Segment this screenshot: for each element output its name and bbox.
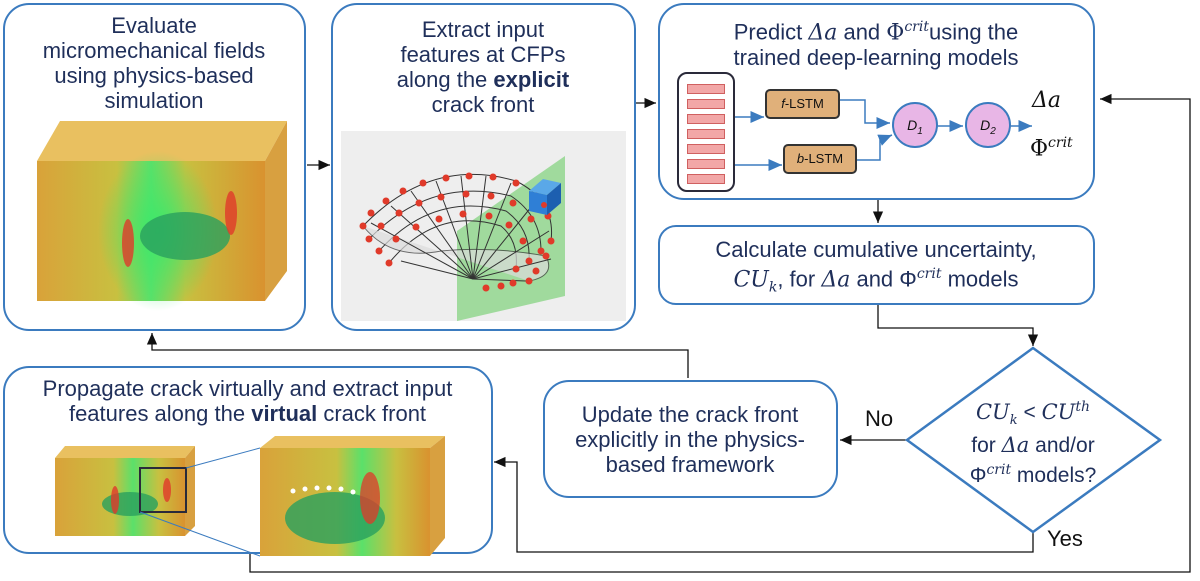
virtual-crack-image <box>55 436 445 557</box>
crack-front-mesh-image <box>341 131 626 321</box>
arrow-box6-box3 <box>249 93 1191 573</box>
output-delta-a: Δa <box>1032 88 1062 113</box>
box6-title: Propagate crack virtually and extract in… <box>5 376 490 426</box>
diamond-line2: for Δa and/or <box>971 433 1095 458</box>
explicit-keyword: explicit <box>493 67 570 92</box>
box4-title: Calculate cumulative uncertainty, CUk, f… <box>660 237 1092 301</box>
input-feature-stack <box>677 72 735 192</box>
box2-title: Extract input features at CFPs along the… <box>333 17 633 117</box>
f-lstm-block: f-LSTM <box>765 89 840 119</box>
box2-title-line1: Extract input <box>421 17 545 42</box>
box3-title: Predict Δa and Φcritusing the trained de… <box>660 15 1092 70</box>
box-update-crack-front: Update the crack front explicitly in the… <box>543 380 838 498</box>
box3-title-line1: Predict Δa and Φcritusing the <box>733 19 1019 46</box>
box6-title-line2: features along the virtual crack front <box>68 401 427 426</box>
no-label: No <box>865 406 894 431</box>
box4-title-line2: CUk, for Δa and Φcrit models <box>733 266 1019 296</box>
micromechanical-field-image <box>37 121 287 311</box>
box-predict: Predict Δa and Φcritusing the trained de… <box>658 3 1095 200</box>
box3-title-line2: trained deep-learning models <box>733 45 1019 71</box>
box2-title-line2: features at CFPs <box>400 42 566 67</box>
box1-title-line3: using physics-based <box>54 63 254 88</box>
diamond-text: CUk < CUth for Δa and/or Φcrit models? <box>940 395 1126 488</box>
diamond-line1: CUk < CUth <box>975 399 1091 429</box>
yes-label: Yes <box>1047 526 1083 551</box>
box2-title-line3: along the explicit <box>396 67 570 92</box>
box5-title-line2: explicitly in the physics- <box>575 427 805 452</box>
arrow-box4-diamond <box>877 305 1039 346</box>
box2-title-line4: crack front <box>431 92 535 117</box>
box1-title-line4: simulation <box>104 88 204 113</box>
box-evaluate-fields: Evaluate micromechanical fields using ph… <box>3 3 306 331</box>
box1-title-line2: micromechanical fields <box>42 38 266 63</box>
box-extract-features: Extract input features at CFPs along the… <box>331 3 636 331</box>
box6-title-line1: Propagate crack virtually and extract in… <box>42 376 453 401</box>
arrow-box5-box1 <box>146 333 689 378</box>
box4-title-line1: Calculate cumulative uncertainty, <box>715 237 1037 262</box>
output-phi-crit: Φcrit <box>1030 135 1073 162</box>
box1-title: Evaluate micromechanical fields using ph… <box>5 13 303 113</box>
box5-title-line1: Update the crack front <box>581 402 799 427</box>
box1-title-line1: Evaluate <box>111 13 197 38</box>
network-connectors <box>735 99 1032 171</box>
dense-node-d1: D1 <box>892 102 938 148</box>
arrow-diamond-box6 <box>494 456 1034 553</box>
box5-title-line3: based framework <box>605 452 775 477</box>
virtual-keyword: virtual <box>251 401 318 426</box>
diamond-line3: Φcrit models? <box>969 462 1097 488</box>
box5-title: Update the crack front explicitly in the… <box>545 402 835 477</box>
box-propagate-virtual: Propagate crack virtually and extract in… <box>3 366 493 557</box>
b-lstm-block: b-LSTM <box>783 144 857 174</box>
dense-node-d2: D2 <box>965 102 1011 148</box>
box-uncertainty: Calculate cumulative uncertainty, CUk, f… <box>658 225 1095 305</box>
